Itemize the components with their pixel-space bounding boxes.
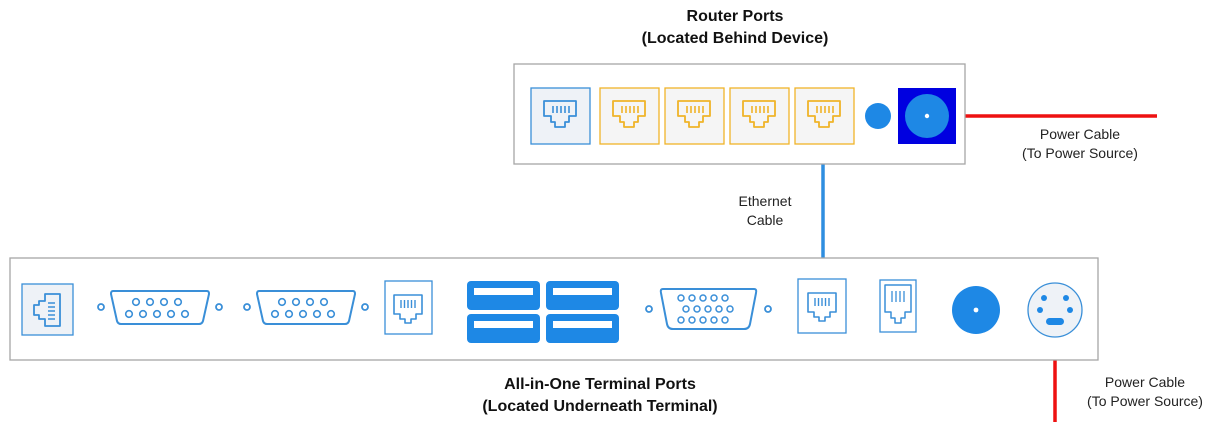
ethernet-cable-label: Ethernet Cable — [725, 192, 805, 230]
ethernet-cable-label-line1: Ethernet — [738, 193, 792, 209]
vga-port[interactable] — [645, 288, 772, 330]
terminal-din-power-port[interactable] — [1027, 282, 1083, 338]
usb-port-2[interactable] — [546, 281, 619, 310]
router-title-line2: (Located Behind Device) — [641, 30, 829, 47]
terminal-power-cable-label: Power Cable (To Power Source) — [1070, 373, 1220, 411]
terminal-power-cable-label-line1: Power Cable — [1104, 374, 1186, 390]
terminal-title-line1: All-in-One Terminal Ports — [504, 376, 696, 393]
router-power-cable-label-line1: Power Cable — [1039, 126, 1121, 142]
terminal-dc-power-jack[interactable] — [952, 286, 1000, 334]
usb-port-1[interactable] — [467, 281, 540, 310]
router-reset-jack[interactable] — [865, 103, 891, 129]
router-title-line1: Router Ports — [686, 8, 784, 25]
router-lan-port-2[interactable] — [664, 87, 725, 145]
terminal-title: All-in-One Terminal Ports (Located Under… — [385, 374, 815, 418]
terminal-title-line2: (Located Underneath Terminal) — [482, 398, 718, 415]
router-lan-port-3[interactable] — [729, 87, 790, 145]
terminal-side-ethernet-port[interactable] — [21, 283, 74, 336]
router-lan-port-1[interactable] — [599, 87, 660, 145]
usb-ports — [467, 281, 619, 343]
terminal-phone-port[interactable] — [879, 279, 917, 333]
router-lan-port-4[interactable] — [794, 87, 855, 145]
router-wan-port[interactable] — [530, 87, 591, 145]
router-power-cable-label: Power Cable (To Power Source) — [1000, 125, 1160, 163]
router-title: Router Ports (Located Behind Device) — [520, 6, 950, 50]
router-power-port[interactable] — [898, 88, 956, 144]
ethernet-cable-label-line2: Cable — [746, 212, 784, 228]
usb-port-3[interactable] — [467, 314, 540, 343]
terminal-ethernet-port-1[interactable] — [384, 280, 433, 335]
router-power-cable-label-line2: (To Power Source) — [1022, 145, 1138, 161]
usb-port-4[interactable] — [546, 314, 619, 343]
terminal-power-cable-label-line2: (To Power Source) — [1087, 393, 1203, 409]
terminal-ethernet-port-2[interactable] — [797, 278, 847, 334]
